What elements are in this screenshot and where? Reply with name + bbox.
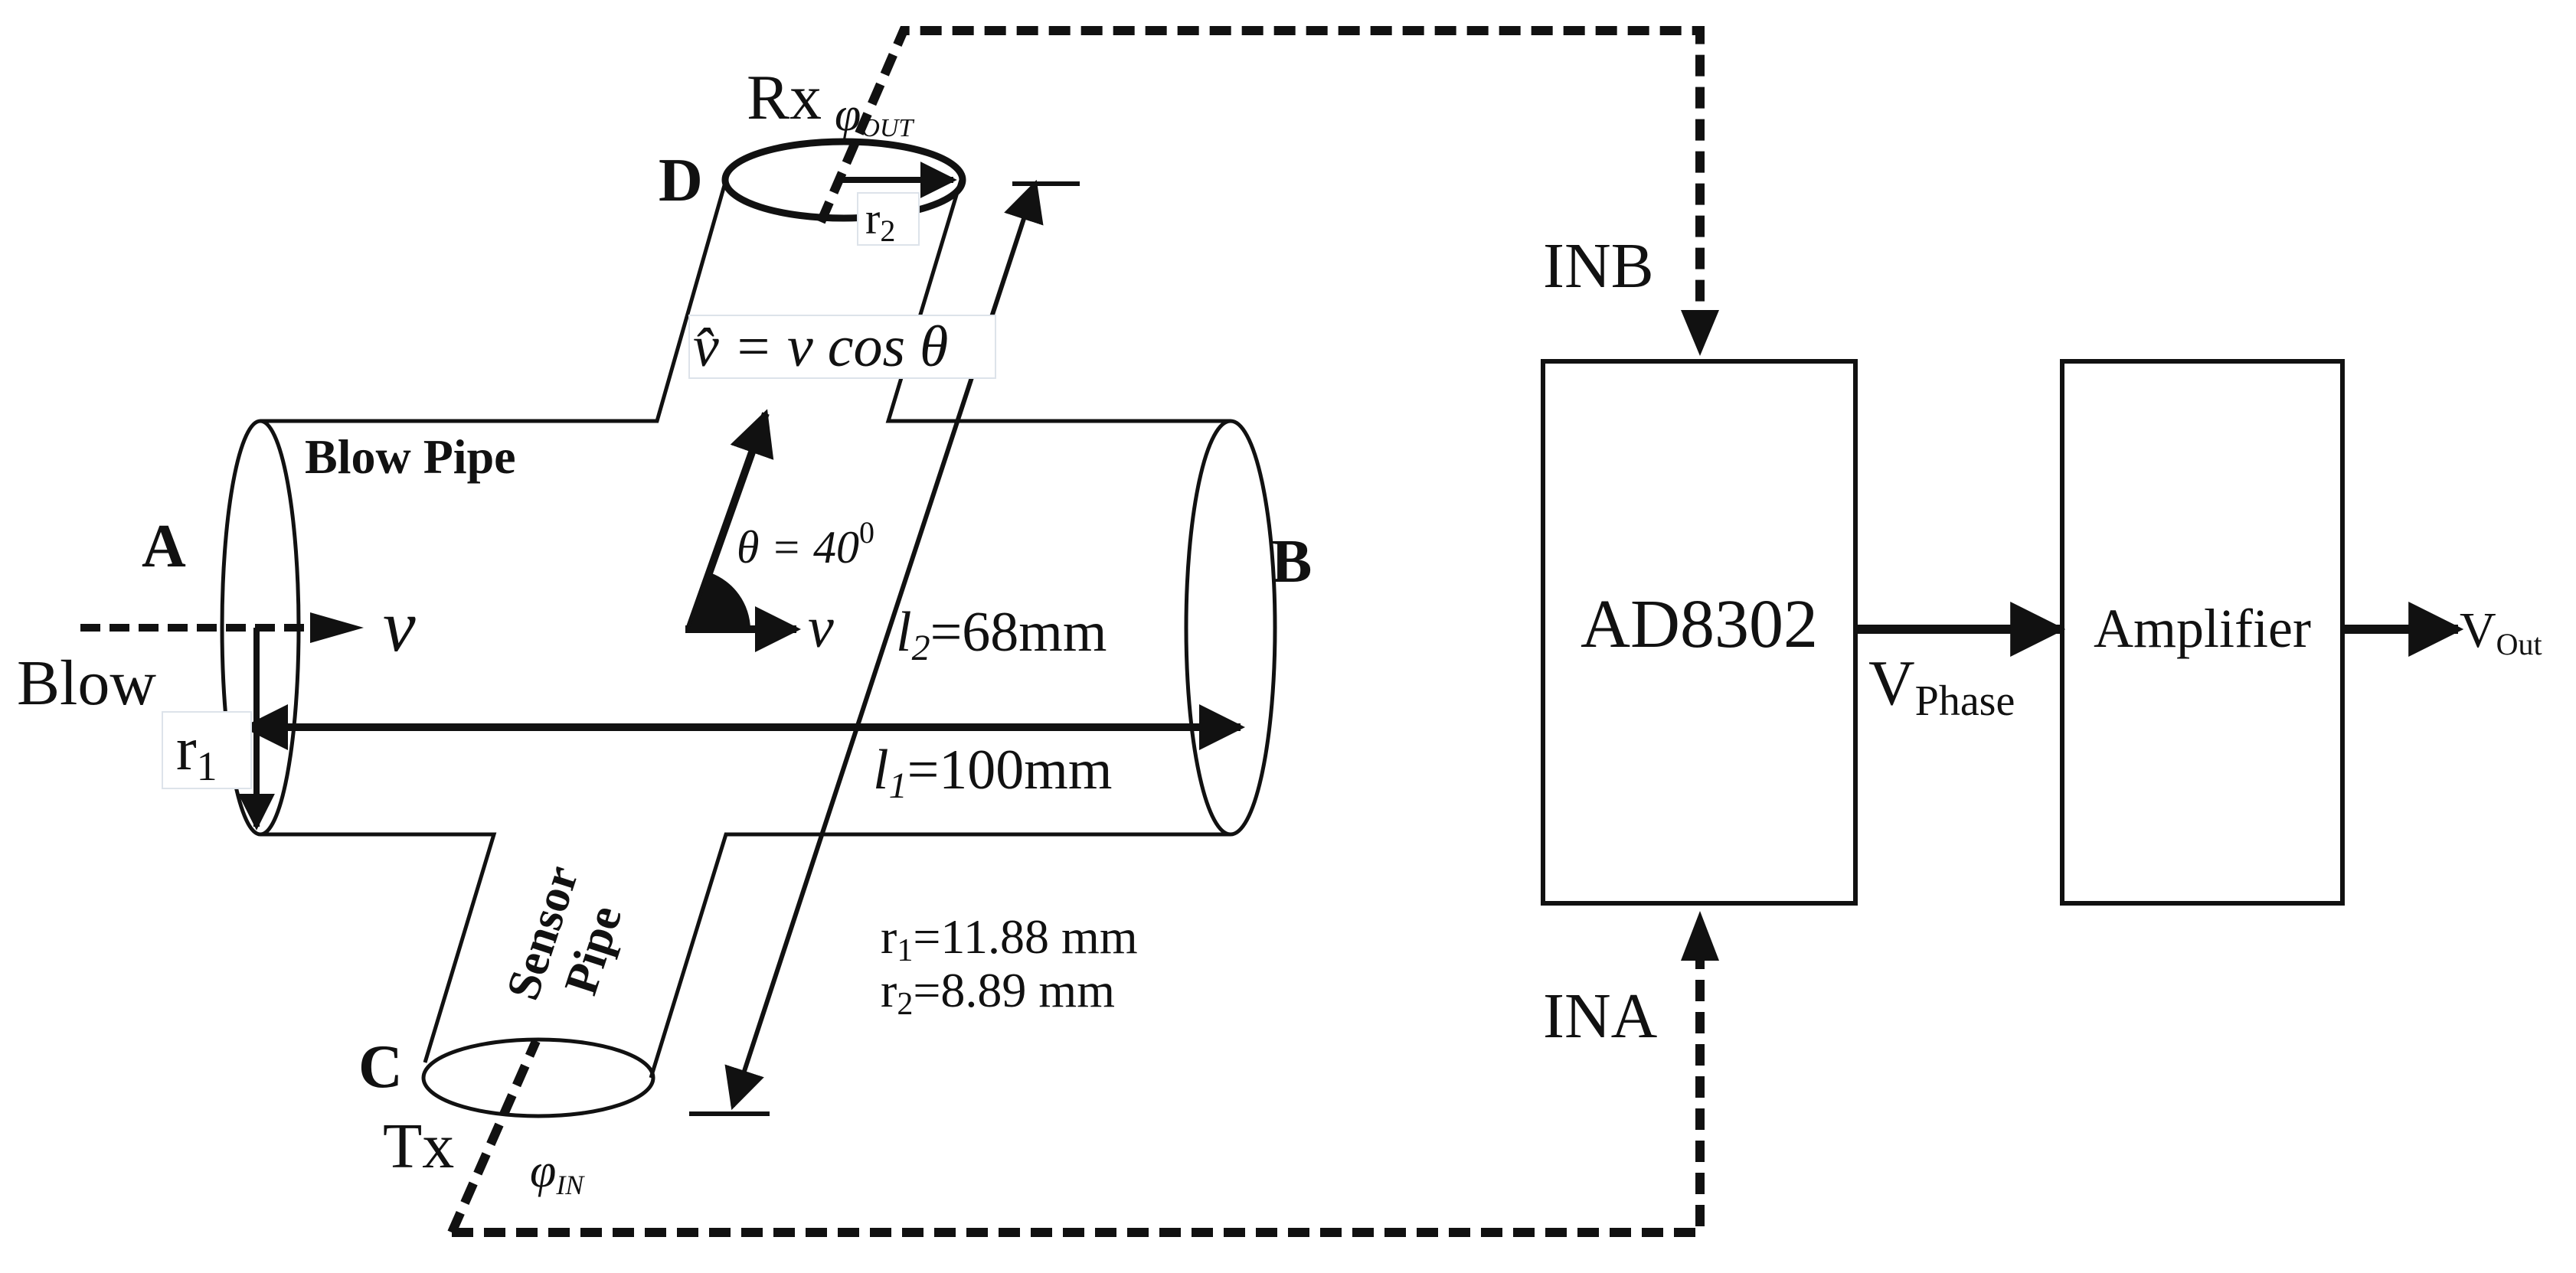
rx-signal-line	[816, 26, 1705, 302]
amplifier-label: Amplifier	[2094, 598, 2311, 659]
theta-label: θ = 400	[737, 515, 874, 573]
pipe-top-outline	[260, 179, 728, 423]
ina-label: INA	[1543, 981, 1658, 1052]
blow-pipe-label: Blow Pipe	[305, 429, 516, 484]
inb-arrow	[1681, 310, 1719, 356]
ad8302-label: AD8302	[1581, 586, 1818, 662]
r1-label: r1	[176, 716, 217, 789]
r1-label-bg	[162, 711, 252, 789]
point-a-label: A	[142, 513, 186, 580]
velocity-vectors	[685, 409, 801, 652]
blow-inlet-arrowhead	[310, 612, 364, 643]
sensor-end-c	[421, 1037, 655, 1118]
l1-label: l1=100mm	[873, 739, 1112, 806]
pipe-top-outline-right	[885, 179, 1231, 423]
tx-signal-line	[447, 1039, 541, 1235]
r1-spec-label: r1=11.88 mm	[881, 909, 1138, 968]
tx-to-ina-line	[452, 961, 1705, 1237]
phi-in-label: φIN	[530, 1145, 585, 1200]
v-label-angle: v	[808, 596, 834, 660]
r2-spec-label: r2=8.89 mm	[881, 963, 1115, 1022]
point-c-label: C	[358, 1033, 403, 1101]
point-b-label: B	[1271, 528, 1312, 596]
r2-label-bg	[857, 192, 920, 246]
signal-path	[447, 26, 1705, 1237]
vhat-label-bg	[688, 315, 996, 379]
v-hat-vector	[685, 409, 774, 631]
inb-label: INB	[1543, 230, 1654, 302]
l2-label: l2=68mm	[896, 601, 1107, 668]
blow-label: Blow	[17, 648, 156, 719]
tx-label: Tx	[383, 1111, 454, 1182]
vphase-label: VPhase	[1868, 648, 2015, 725]
ina-arrow	[1681, 911, 1719, 961]
phi-out-label: φOUT	[835, 89, 914, 142]
rx-label: Rx	[747, 62, 822, 133]
v-hat-equation: v̂ = v cos θ	[693, 315, 948, 379]
v-label-inlet: v	[383, 585, 416, 667]
r2-label: r2	[865, 194, 895, 248]
sensor-pipe-label: Sensor Pipe	[497, 849, 643, 1023]
pipe-bottom-outline	[260, 832, 497, 1063]
theta-arc	[689, 573, 750, 629]
vout-label: VOut	[2460, 602, 2542, 661]
pipe-end-b	[1184, 419, 1277, 837]
point-d-label: D	[659, 147, 703, 214]
